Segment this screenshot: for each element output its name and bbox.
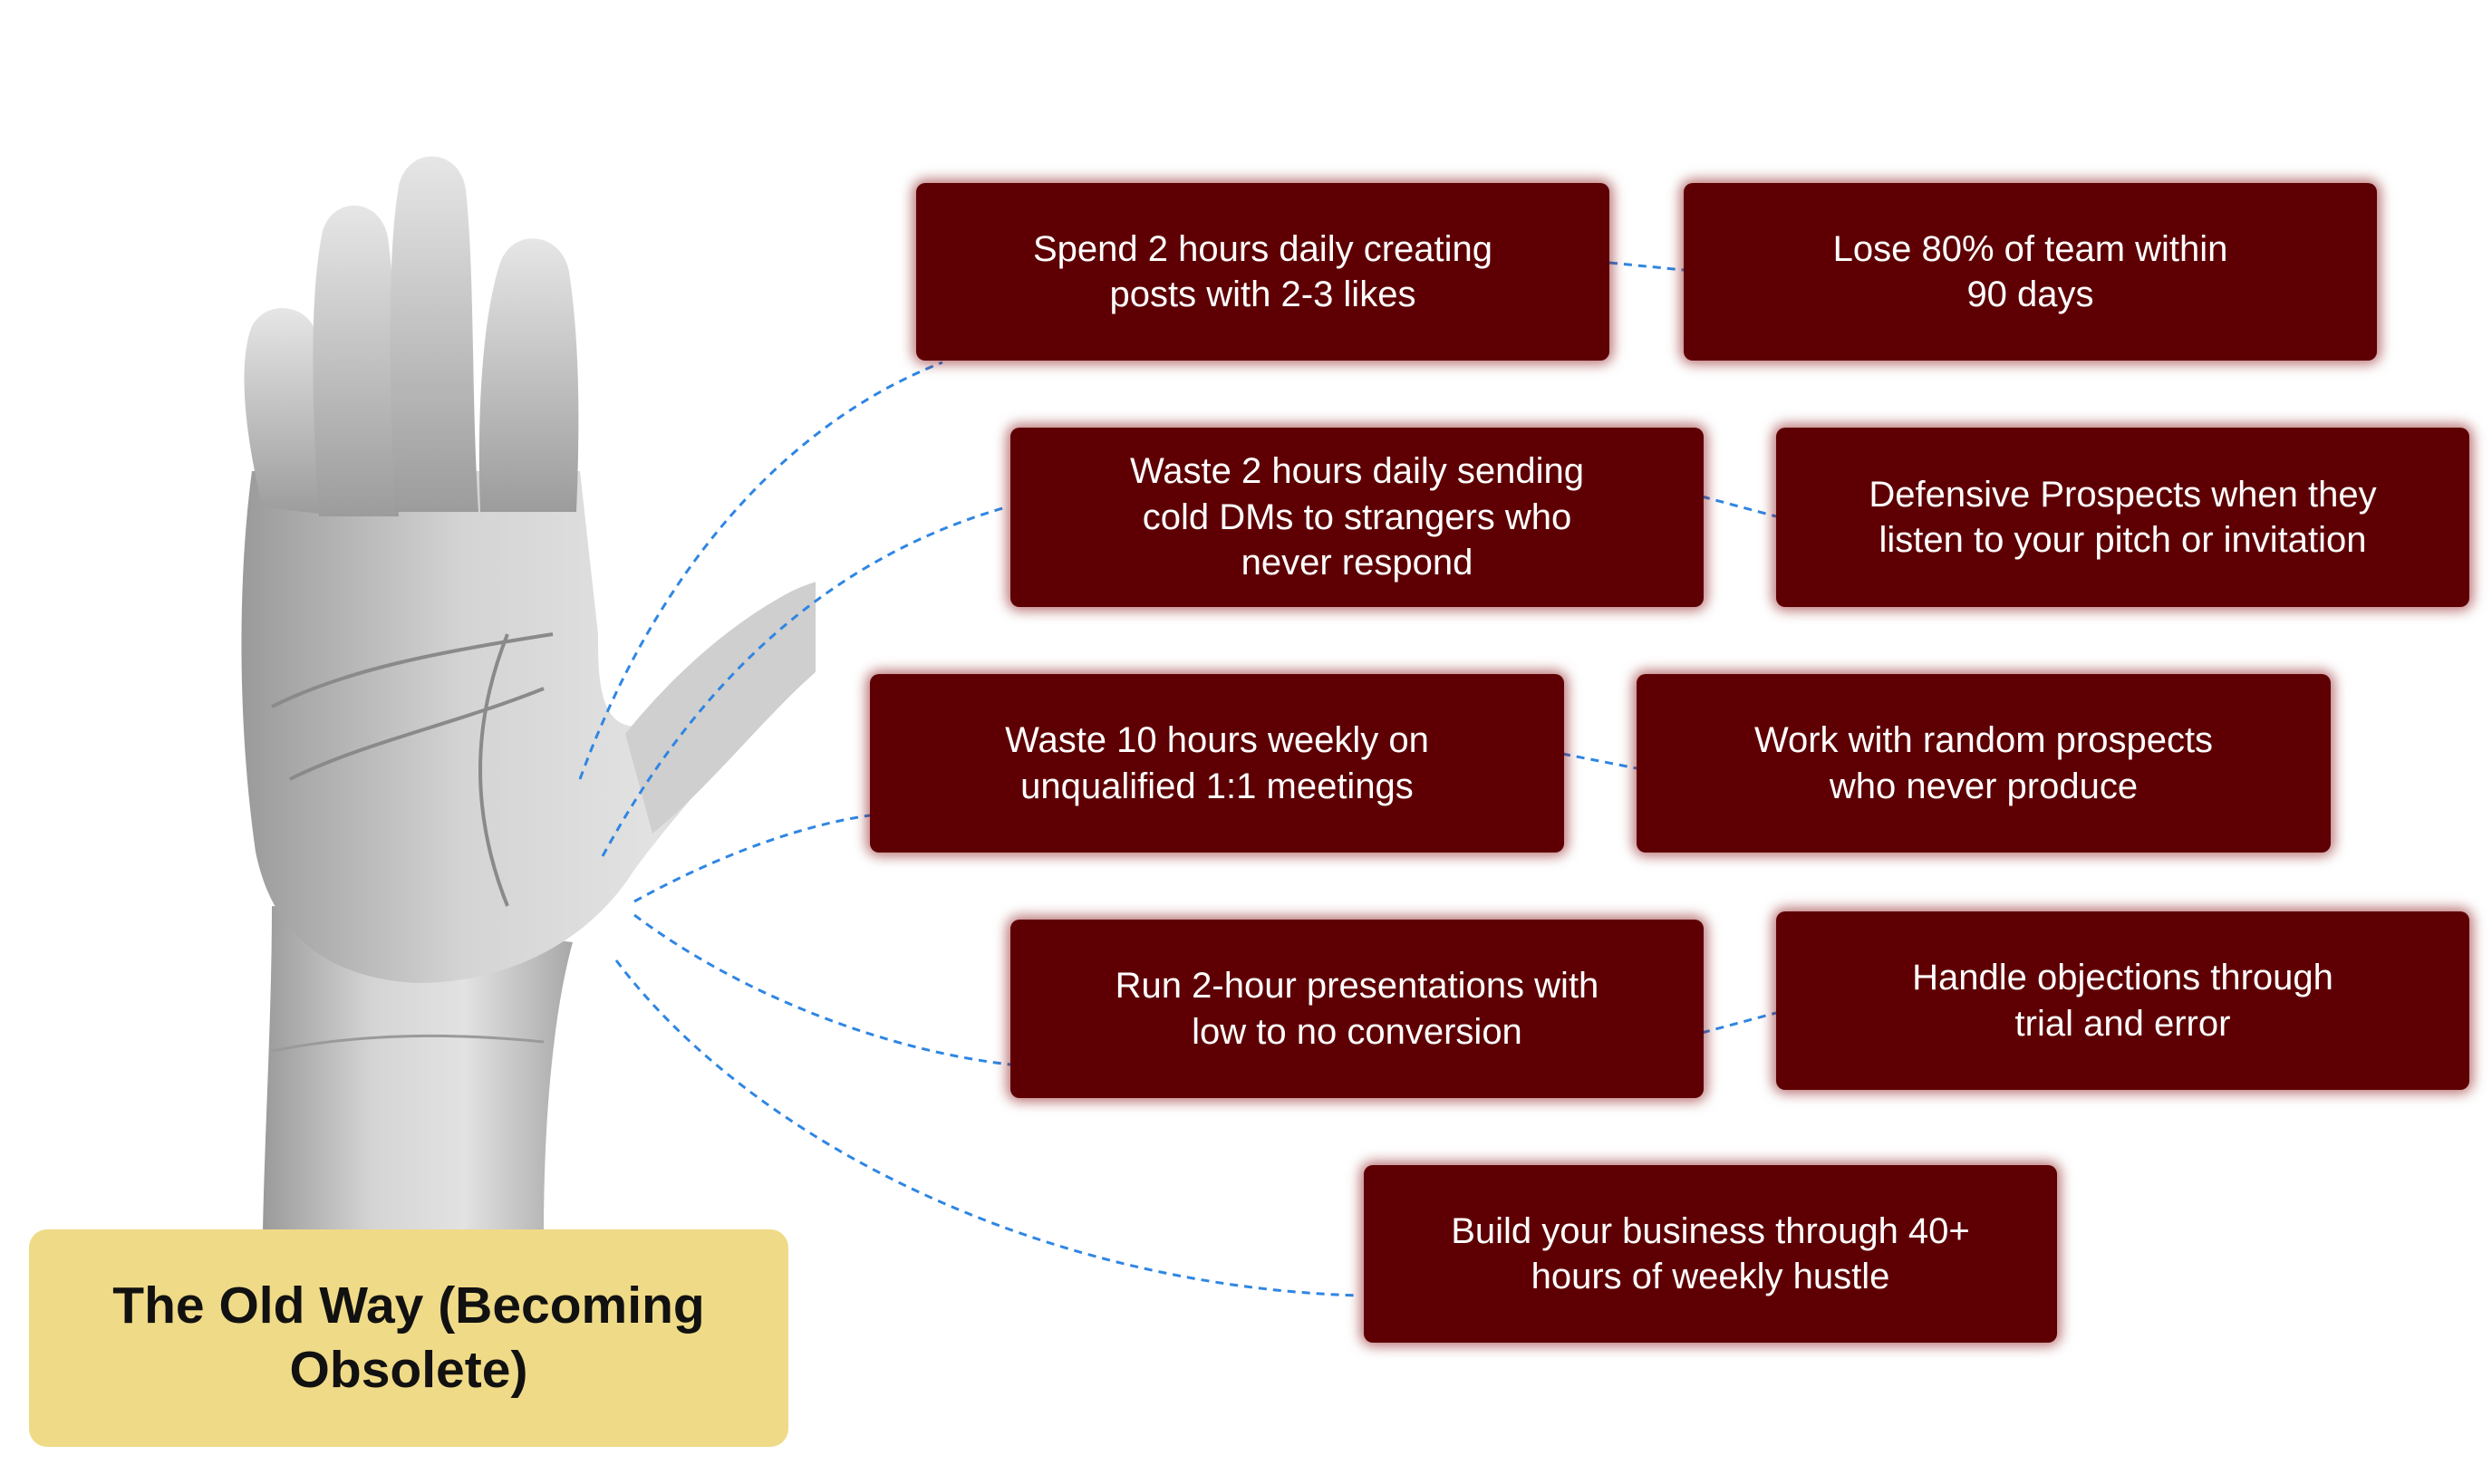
team-loss-card: Lose 80% of team within 90 days	[1684, 183, 2377, 361]
random-card: Work with random prospects who never pro…	[1637, 674, 2331, 853]
posts-card: Spend 2 hours daily creating posts with …	[916, 183, 1609, 361]
objections-card: Handle objections through trial and erro…	[1776, 911, 2469, 1090]
cold-dms-card: Waste 2 hours daily sending cold DMs to …	[1010, 428, 1704, 607]
defensive-card: Defensive Prospects when they listen to …	[1776, 428, 2469, 607]
connector-line	[614, 959, 1360, 1297]
connector-line	[633, 913, 1011, 1066]
raised-hand-icon	[241, 156, 816, 1232]
posts-text: Spend 2 hours daily creating posts with …	[1033, 228, 1492, 314]
connector-line	[1561, 752, 1637, 770]
cold-dms-text: Waste 2 hours daily sending cold DMs to …	[1129, 451, 1584, 583]
connector-line	[578, 361, 943, 780]
connector-line	[1608, 261, 1685, 272]
connector-line	[1701, 495, 1777, 518]
connector-line	[1701, 1011, 1777, 1035]
connector-line	[601, 506, 1007, 857]
meetings-card: Waste 10 hours weekly on unqualified 1:1…	[870, 674, 1564, 853]
defensive-text: Defensive Prospects when they listen to …	[1869, 474, 2377, 560]
title-box: The Old Way (Becoming Obsolete)	[29, 1229, 788, 1447]
meetings-text: Waste 10 hours weekly on unqualified 1:1…	[1005, 720, 1429, 806]
connector-line	[633, 814, 871, 903]
hustle-card: Build your business through 40+ hours of…	[1364, 1165, 2057, 1343]
page-title: The Old Way (Becoming Obsolete)	[112, 1276, 705, 1399]
presentations-card: Run 2-hour presentations with low to no …	[1010, 920, 1704, 1098]
hustle-text: Build your business through 40+ hours of…	[1451, 1210, 1970, 1296]
presentations-text: Run 2-hour presentations with low to no …	[1115, 966, 1599, 1052]
objections-text: Handle objections through trial and erro…	[1912, 958, 2333, 1044]
random-text: Work with random prospects who never pro…	[1753, 720, 2214, 806]
team-loss-text: Lose 80% of team within 90 days	[1832, 228, 2228, 314]
